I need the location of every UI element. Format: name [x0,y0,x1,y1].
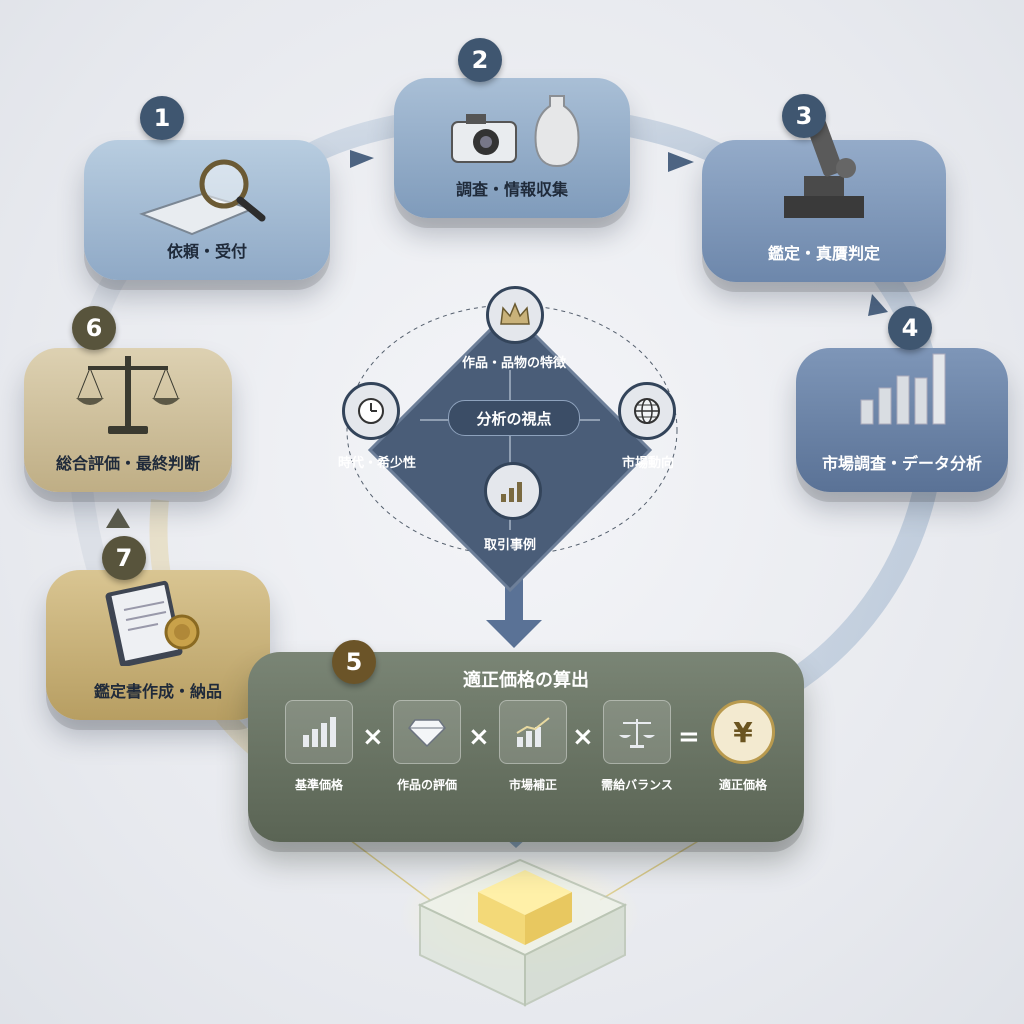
analysis-bottom-label: 取引事例 [484,538,537,553]
diamond-icon [408,719,446,748]
step-7-card: 鑑定書作成・納品 [46,570,270,720]
arrow-2-3 [668,152,694,172]
trend-chart-icon [516,717,550,747]
analysis-left-label: 時代・希少性 [338,456,417,471]
step-3-card: 鑑定・真贋判定 [702,105,946,282]
formula-item-supply: 需給バランス [592,700,682,793]
camera-vase-icon [451,95,580,168]
arrow-7-6 [106,508,130,528]
globe-icon [618,382,676,440]
arrow-head-5 [486,620,542,648]
step-6-label: 総合評価・最終判断 [55,454,200,473]
crown-icon [486,286,544,344]
certificate-icon [105,580,200,666]
analysis-right-label: 市場動向 [622,456,675,471]
magnifier-icon [139,159,266,236]
arrow-1-2 [350,150,374,168]
formula-op-1: × [362,722,384,752]
step-4-card: 市場調査・データ分析 [796,348,1008,492]
analysis-orbit [346,304,678,556]
arrow-3-4 [868,294,888,316]
scales-icon [619,719,655,748]
step-4-label: 市場調査・データ分析 [821,454,982,473]
result-cube [400,855,640,1007]
analysis-center: 分析の視点 [448,400,580,436]
analysis-top-label: 作品・品物の特徴 [462,356,567,371]
step-1-card: 依頼・受付 [84,140,330,280]
step-4-badge: 4 [888,306,932,350]
formula-item-market: 市場補正 [488,700,578,793]
chart-icon [484,462,542,520]
step-1-badge: 1 [140,96,184,140]
formula-item-base: 基準価格 [274,700,364,793]
analysis-diamond [367,307,653,593]
step-6-card: 総合評価・最終判断 [24,348,232,492]
bar-chart-icon [860,353,946,425]
formula-op-2: × [468,722,490,752]
step-5-label: 適正価格の算出 [463,670,589,691]
step-1-label: 依頼・受付 [166,242,247,261]
clock-icon [342,382,400,440]
formula-item-evaluation: 作品の評価 [382,700,472,793]
step-3-label: 鑑定・真贋判定 [767,244,880,263]
step-3-badge: 3 [782,94,826,138]
formula-item-result: ¥ 適正価格 [698,700,788,793]
step-2-card: 調査・情報収集 [394,78,630,218]
scales-icon [76,356,180,434]
step-5-formula: 適正価格の算出 基準価格 × 作品の評価 × 市場補正 × 需給バランス = ¥… [248,652,804,842]
formula-op-4: = [678,722,700,752]
bar-chart-icon [303,717,336,747]
step-7-badge: 7 [102,536,146,580]
step-6-badge: 6 [72,306,116,350]
yen-icon: ¥ [711,700,775,764]
step-7-label: 鑑定書作成・納品 [93,682,222,701]
microscope-icon [784,105,864,218]
step-5-badge: 5 [332,640,376,684]
step-2-badge: 2 [458,38,502,82]
formula-op-3: × [572,722,594,752]
step-2-label: 調査・情報収集 [455,180,568,199]
